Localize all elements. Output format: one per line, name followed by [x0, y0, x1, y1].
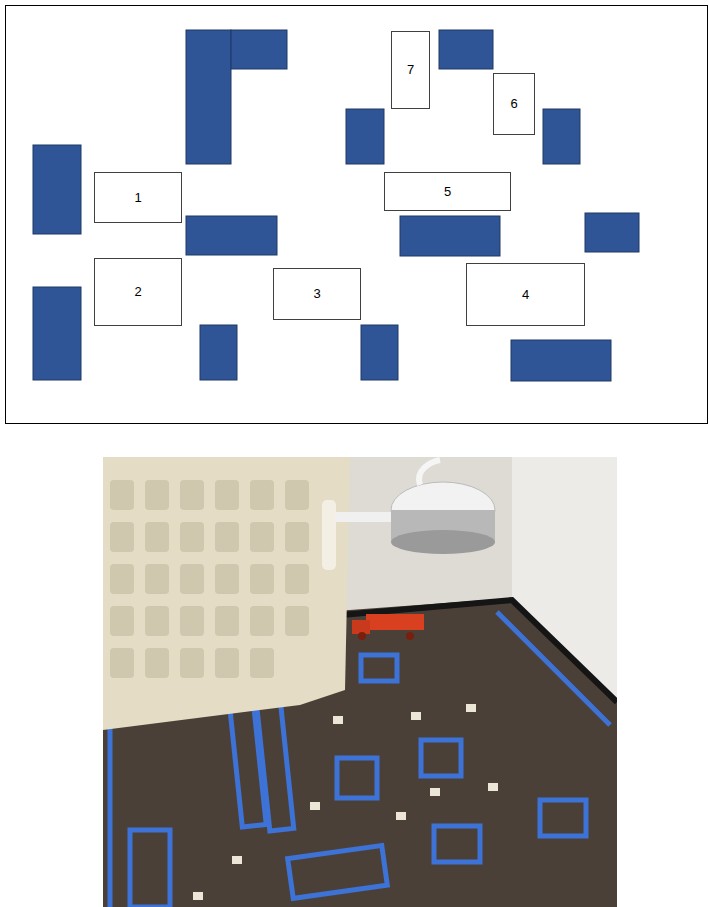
obstacle-block	[33, 287, 81, 380]
tape-strip	[288, 846, 388, 899]
toy-truck	[352, 614, 424, 640]
obstacle-block	[543, 109, 580, 164]
panel-frame	[6, 6, 708, 424]
room-photo	[103, 457, 617, 907]
zone-box: 4	[466, 263, 585, 326]
obstacle-block	[400, 216, 500, 256]
zone-number: 6	[510, 96, 517, 112]
obstacle-block	[361, 325, 398, 380]
tape-square	[361, 655, 397, 681]
tape-square	[434, 826, 480, 862]
obstacle-block	[231, 30, 287, 69]
obstacle-block	[33, 145, 81, 234]
zone-box: 3	[273, 268, 361, 320]
tape-square	[337, 758, 377, 798]
obstacle-block	[186, 216, 277, 255]
zone-box: 6	[493, 73, 535, 135]
zone-number: 5	[444, 184, 451, 200]
zone-number: 4	[522, 287, 529, 303]
tape-lines	[110, 612, 610, 907]
obstacle-block	[511, 340, 611, 381]
zone-box: 7	[391, 31, 430, 109]
zone-box: 2	[94, 258, 182, 326]
obstacle-block	[200, 325, 237, 380]
paper-markers	[193, 704, 498, 900]
laundry-basket	[103, 457, 350, 730]
obstacle-block	[585, 213, 639, 252]
zone-number: 7	[407, 62, 414, 78]
obstacle-block	[186, 30, 231, 164]
tape-square	[130, 830, 170, 907]
obstacle-block	[346, 109, 384, 164]
zone-number: 3	[313, 286, 320, 302]
wall	[103, 457, 617, 907]
tape-line	[497, 612, 610, 725]
obstacle-blocks	[33, 30, 639, 381]
obstacle-block	[439, 30, 493, 69]
tape-strip	[256, 699, 293, 831]
tape-square	[421, 740, 461, 776]
zone-box: 1	[94, 172, 182, 223]
ceiling-camera	[335, 460, 495, 554]
zone-number: 1	[134, 190, 141, 206]
tape-line	[108, 720, 113, 907]
tape-square	[540, 800, 586, 836]
zone-number: 2	[134, 284, 141, 300]
zone-box: 5	[384, 172, 511, 211]
